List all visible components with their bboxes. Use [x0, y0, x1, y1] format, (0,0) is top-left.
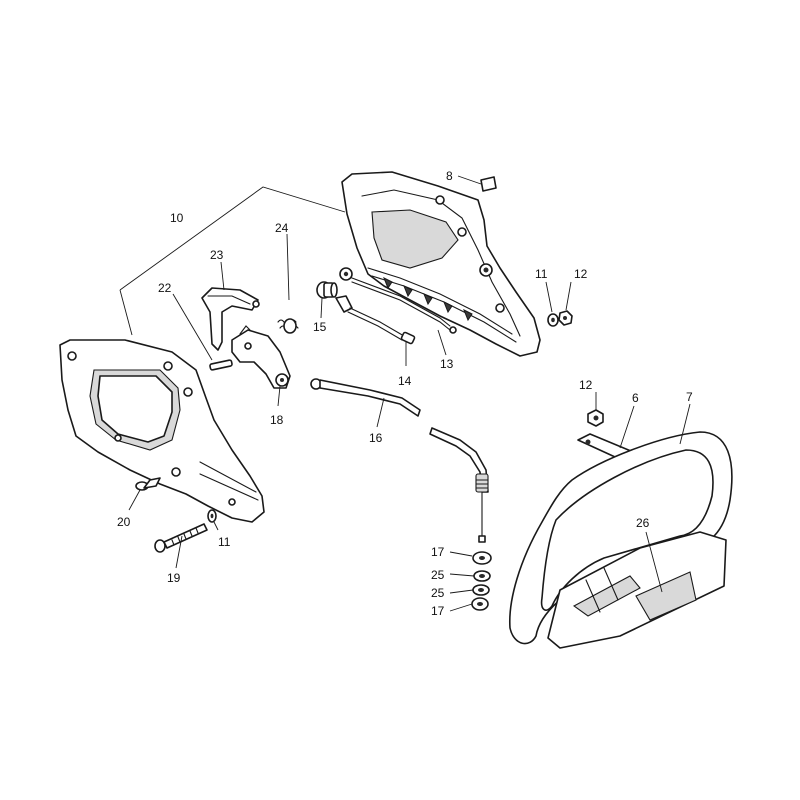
callout-11-upper: 11 [535, 267, 548, 281]
callout-13: 13 [440, 357, 454, 371]
nut-12-upper [558, 310, 573, 326]
callout-25-lower: 25 [431, 586, 445, 600]
nut-17-lower [471, 597, 489, 611]
assembly-bracket-10 [119, 186, 346, 336]
callout-labels: 8 10 24 23 22 15 13 14 18 11 12 12 6 7 1… [117, 169, 693, 618]
callout-20: 20 [117, 515, 131, 529]
ground-wire-13 [339, 267, 457, 334]
callout-18: 18 [270, 413, 284, 427]
bolt-19 [154, 523, 208, 553]
switch-wire-14 [335, 295, 416, 345]
leader-lines [128, 175, 691, 612]
pin-22 [209, 359, 233, 371]
spring-24 [277, 318, 299, 334]
callout-17-upper: 17 [431, 545, 445, 559]
callout-15: 15 [313, 320, 327, 334]
handle-housing-right [341, 171, 541, 357]
nut-12-lower [587, 409, 604, 427]
callout-16: 16 [369, 431, 383, 445]
callout-11-lower: 11 [218, 535, 231, 549]
callout-12-lower: 12 [579, 378, 593, 392]
callout-6: 6 [632, 391, 639, 405]
callout-8: 8 [446, 169, 453, 183]
callout-26: 26 [636, 516, 650, 530]
callout-17-lower: 17 [431, 604, 445, 618]
callout-7: 7 [686, 390, 693, 404]
callout-25-upper: 25 [431, 568, 445, 582]
decal-8 [480, 176, 497, 192]
callout-22: 22 [158, 281, 172, 295]
callout-23: 23 [210, 248, 224, 262]
throttle-lever-23 [201, 287, 260, 351]
callout-10: 10 [170, 211, 184, 225]
grommet-15 [316, 281, 338, 299]
washer-25-upper [473, 570, 491, 582]
handle-cover-left [59, 339, 265, 523]
washer-11-lower [207, 509, 217, 523]
throttle-cable-16 [310, 378, 489, 543]
screw-20 [135, 477, 161, 491]
callout-12-upper: 12 [574, 267, 588, 281]
callout-24: 24 [275, 221, 289, 235]
front-handle-7 [508, 431, 733, 649]
callout-19: 19 [167, 571, 181, 585]
washer-11-upper [547, 313, 559, 327]
washer-25-lower [472, 584, 490, 596]
lockout-lever-18 [231, 325, 291, 389]
callout-14: 14 [398, 374, 412, 388]
nut-17-upper [472, 551, 492, 565]
